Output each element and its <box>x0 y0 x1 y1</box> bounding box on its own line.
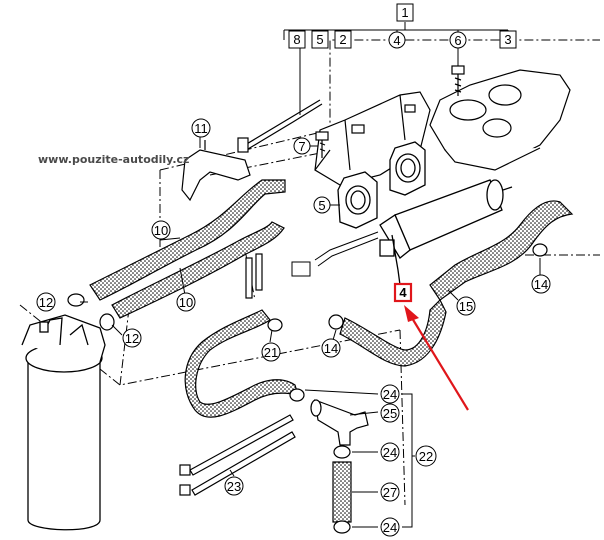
bolt-6 <box>451 42 465 96</box>
svg-text:27: 27 <box>383 485 397 500</box>
heat-shield-plate <box>429 69 571 171</box>
svg-text:22: 22 <box>419 449 433 464</box>
callout-21: 21 <box>261 342 281 362</box>
callout-6: 6 <box>449 31 467 49</box>
mounting-bracket <box>314 91 431 186</box>
svg-text:10: 10 <box>179 295 193 310</box>
svg-text:12: 12 <box>39 295 53 310</box>
callout-14-center: 14 <box>321 338 341 358</box>
svg-text:4: 4 <box>399 285 407 300</box>
leader-lines <box>80 135 541 528</box>
cable-ties-23 <box>179 414 296 496</box>
callout-27: 27 <box>380 482 400 502</box>
highlight-arrow <box>404 305 469 411</box>
callout-12-left: 12 <box>36 292 56 312</box>
callout-1: 1 <box>396 3 414 22</box>
callout-4-top: 4 <box>388 31 406 49</box>
callout-8: 8 <box>288 30 306 49</box>
svg-text:10: 10 <box>154 223 168 238</box>
callout-5-top: 5 <box>311 30 329 49</box>
bolt-7 <box>315 131 329 158</box>
svg-text:15: 15 <box>459 299 473 314</box>
svg-text:8: 8 <box>293 32 300 47</box>
svg-text:7: 7 <box>298 139 305 154</box>
svg-text:21: 21 <box>264 345 278 360</box>
callout-2: 2 <box>334 30 352 49</box>
fuel-pump <box>379 179 513 286</box>
svg-text:2: 2 <box>339 32 346 47</box>
pump-wiring <box>291 231 379 277</box>
svg-text:1: 1 <box>401 5 408 20</box>
t-piece-25 <box>310 399 369 446</box>
callout-25: 25 <box>380 403 400 423</box>
callout-14-right: 14 <box>531 274 551 294</box>
callout-24-bottom: 24 <box>380 517 400 537</box>
svg-text:25: 25 <box>383 406 397 421</box>
watermark-text: www.pouzite-autodily.cz <box>38 153 189 166</box>
svg-text:24: 24 <box>383 387 397 402</box>
callout-23: 23 <box>224 476 244 496</box>
svg-text:6: 6 <box>454 33 461 48</box>
hose-clamps <box>67 243 548 534</box>
svg-text:24: 24 <box>383 520 397 535</box>
callout-22: 22 <box>415 445 437 467</box>
wire-tie-8 <box>237 45 323 153</box>
callout-11: 11 <box>191 118 211 138</box>
svg-text:12: 12 <box>125 331 139 346</box>
hose-bracket-11 <box>181 140 251 202</box>
svg-text:5: 5 <box>316 32 323 47</box>
pump-clamp-lower <box>337 171 378 229</box>
fuel-filter <box>21 314 106 531</box>
svg-text:23: 23 <box>227 479 241 494</box>
svg-text:4: 4 <box>393 33 400 48</box>
svg-text:11: 11 <box>194 121 208 136</box>
svg-text:5: 5 <box>318 198 325 213</box>
callout-5-lower: 5 <box>313 196 331 214</box>
svg-text:14: 14 <box>324 341 338 356</box>
svg-text:3: 3 <box>504 32 511 47</box>
callout-24-top: 24 <box>380 384 400 404</box>
callout-15: 15 <box>456 296 476 316</box>
callout-10-upper: 10 <box>151 220 171 240</box>
callout-12-right: 12 <box>122 328 142 348</box>
callout-7: 7 <box>293 137 311 155</box>
callout-3: 3 <box>499 30 517 49</box>
callout-4-highlighted: 4 <box>393 282 413 303</box>
callout-24-middle: 24 <box>380 442 400 462</box>
svg-text:14: 14 <box>534 277 548 292</box>
svg-text:24: 24 <box>383 445 397 460</box>
fuel-hoses <box>89 179 574 523</box>
callout-10-lower: 10 <box>176 292 196 312</box>
pump-clamp-upper <box>389 141 426 196</box>
